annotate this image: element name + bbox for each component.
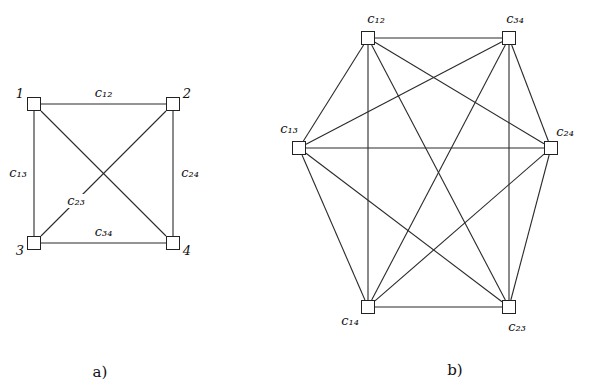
edge-weight: c₁₂ xyxy=(93,86,115,100)
vertex-square: c₃₄ xyxy=(502,31,516,45)
part-label: a) xyxy=(93,364,108,381)
edge-line xyxy=(511,155,549,300)
vertex-label: c₂₃ xyxy=(508,320,526,334)
edge-line xyxy=(172,111,173,236)
vertex-square: 1 xyxy=(27,97,41,111)
vertex-square: c₁₂ xyxy=(361,31,375,45)
edge-line xyxy=(33,111,34,236)
edge-line xyxy=(306,42,502,145)
vertex-label: c₂₄ xyxy=(556,125,574,139)
part-label: b) xyxy=(447,362,462,379)
vertex-label: c₃₄ xyxy=(506,12,524,26)
vertex-square: c₁₃ xyxy=(292,141,306,155)
vertex-square: c₂₄ xyxy=(544,141,558,155)
vertex-square: 4 xyxy=(166,236,180,250)
edge-line xyxy=(375,42,544,144)
vertex-label: 3 xyxy=(16,244,24,258)
edge-weight: c₁₃ xyxy=(7,166,29,180)
edge-line xyxy=(375,37,502,38)
vertex-label: c₁₂ xyxy=(367,12,385,26)
edge-line xyxy=(41,111,166,236)
edge-line xyxy=(41,103,166,104)
edge-line xyxy=(508,45,509,300)
edge-weight: c₂₃ xyxy=(65,194,87,208)
vertex-square: 3 xyxy=(27,236,41,250)
edge-line xyxy=(306,147,544,148)
edge-line xyxy=(302,155,365,300)
edge-line xyxy=(303,45,363,141)
edge-line xyxy=(375,154,544,301)
vertex-square: c₁₄ xyxy=(361,300,375,314)
edge-line xyxy=(372,45,506,300)
edge-line xyxy=(306,153,502,301)
edge-line xyxy=(367,45,368,300)
vertex-label: 2 xyxy=(183,87,191,101)
vertex-square: c₂₃ xyxy=(502,300,516,314)
edge-line xyxy=(375,306,502,307)
edge-line xyxy=(512,45,549,141)
edge-line xyxy=(372,45,506,300)
edge-weight: c₃₄ xyxy=(93,225,115,239)
vertex-label: c₁₃ xyxy=(280,122,298,136)
edge-line xyxy=(41,111,166,236)
vertex-label: 1 xyxy=(16,87,24,101)
edge-weight: c₂₄ xyxy=(179,166,201,180)
vertex-square: 2 xyxy=(166,97,180,111)
vertex-label: 4 xyxy=(183,244,191,258)
edge-line xyxy=(41,242,166,243)
vertex-label: c₁₄ xyxy=(341,314,359,328)
